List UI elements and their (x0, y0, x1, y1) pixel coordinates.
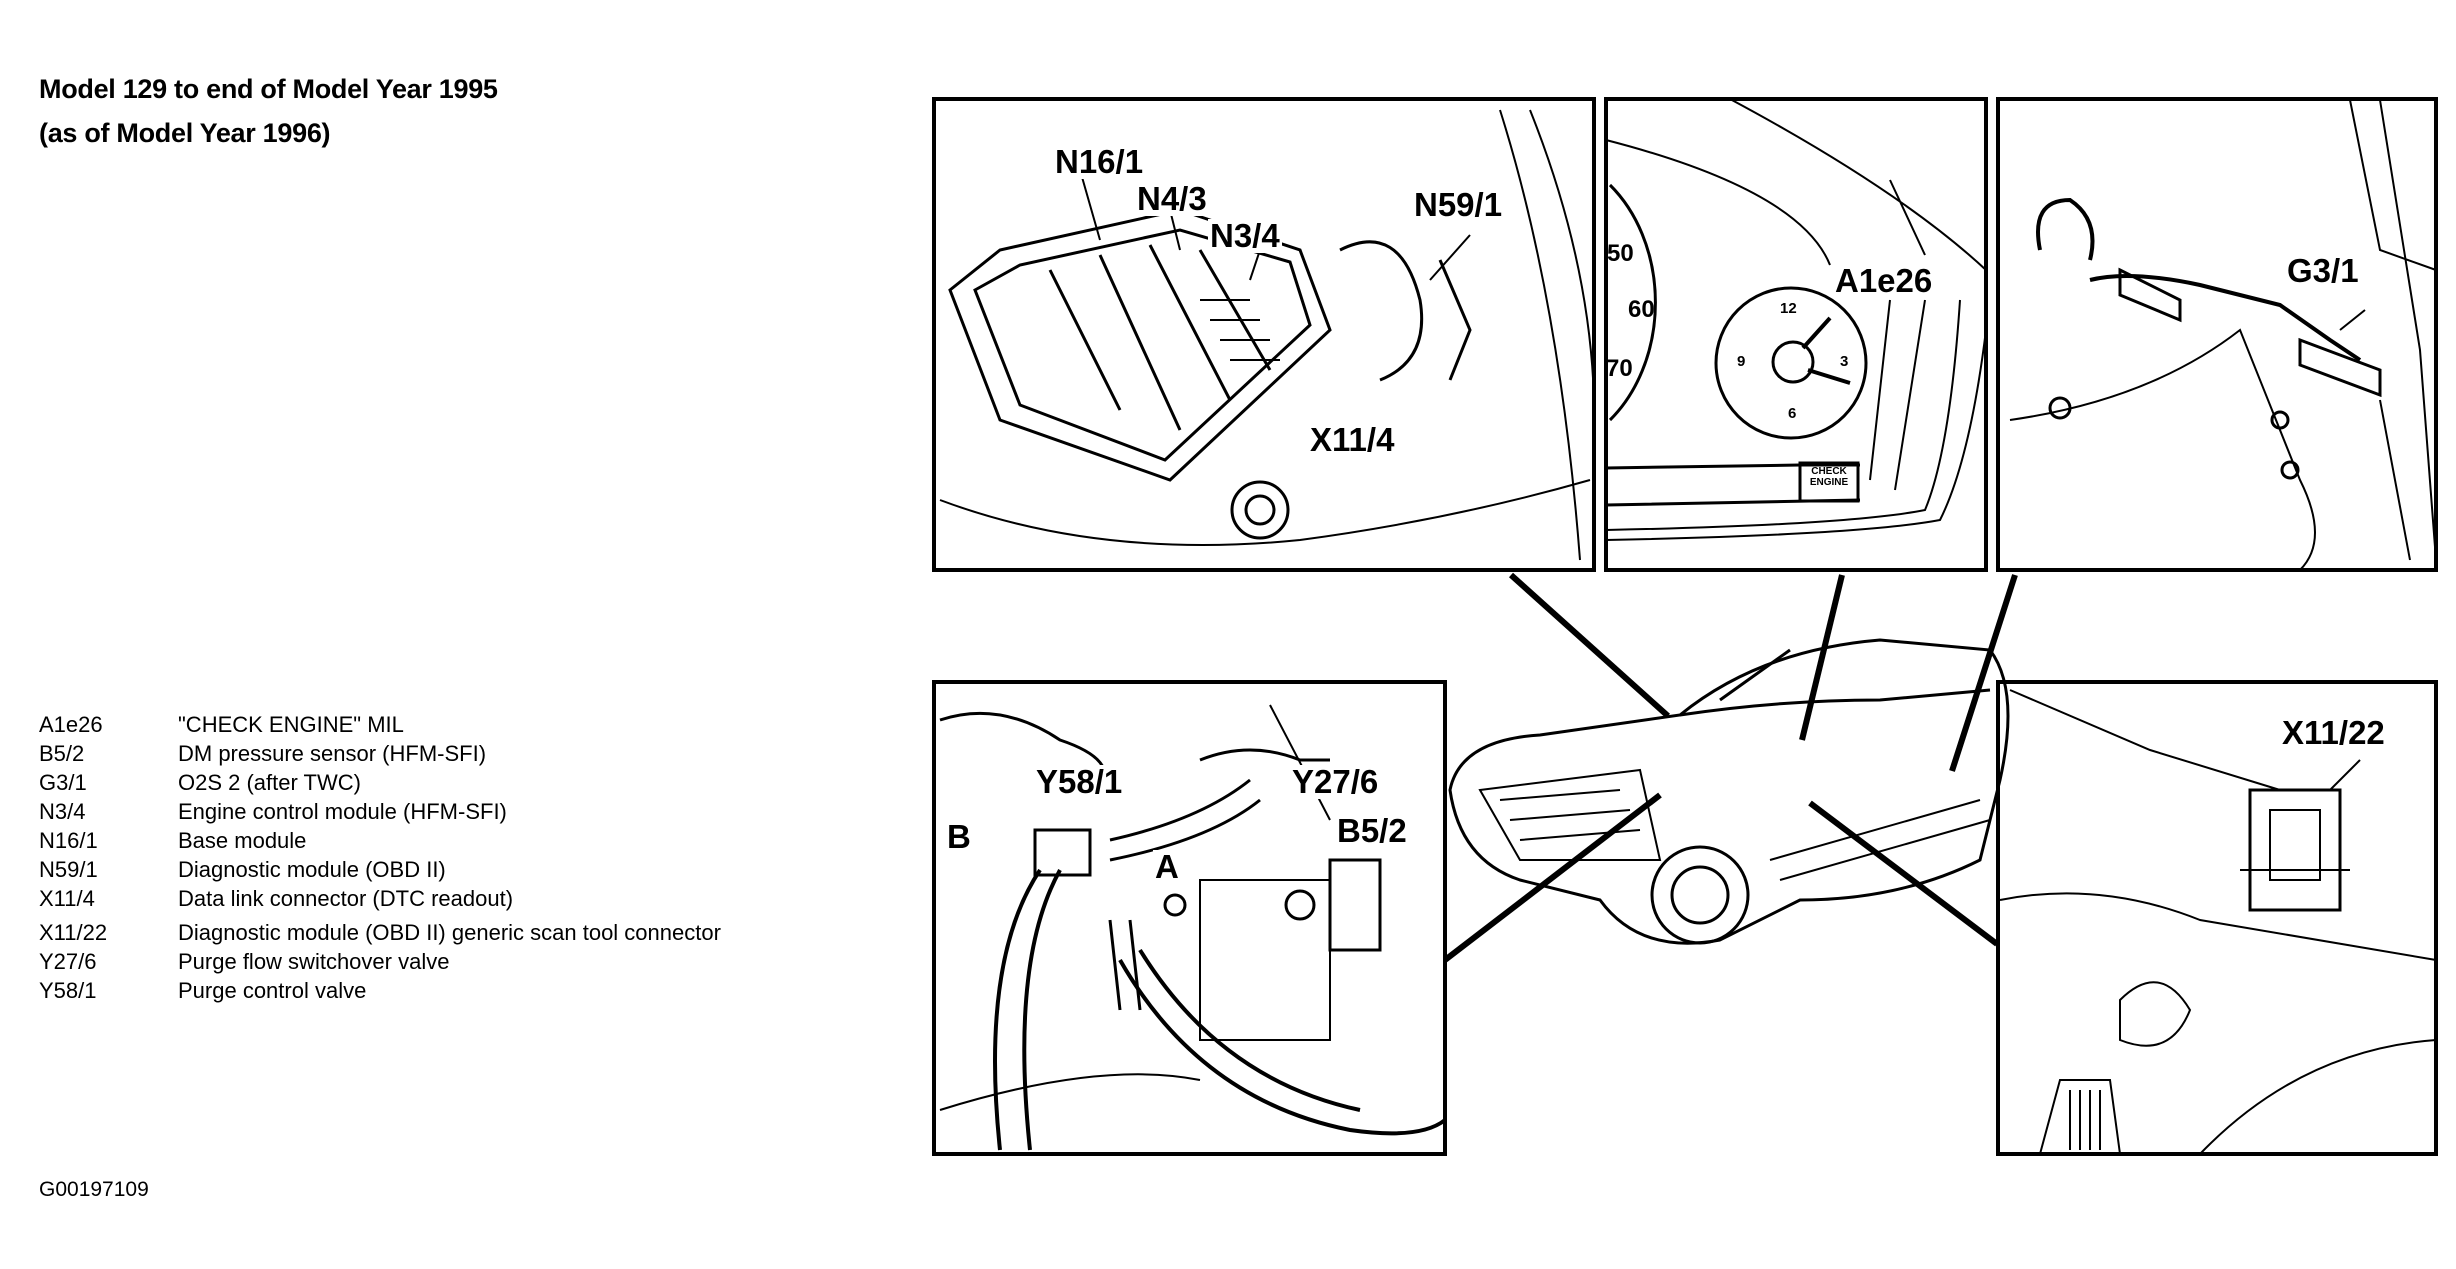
callout-g3-1: G3/1 (2285, 252, 2361, 289)
legend-row: Y58/1 Purge control valve (39, 978, 721, 1007)
legend-row: X11/4 Data link connector (DTC readout) (39, 886, 721, 915)
legend-row: Y27/6 Purge flow switchover valve (39, 949, 721, 978)
speedo-70: 70 (1606, 355, 1633, 382)
legend-code: N16/1 (39, 828, 98, 853)
callout-a: A (1153, 848, 1181, 885)
callout-a1e26: A1e26 (1833, 262, 1935, 299)
legend-code: Y58/1 (39, 978, 97, 1003)
detail-panel-engine-modules (932, 97, 1596, 572)
legend-code: N3/4 (39, 799, 86, 824)
legend-row: G3/1 O2S 2 (after TWC) (39, 770, 721, 799)
clock-12: 12 (1780, 300, 1797, 317)
callout-n3-4: N3/4 (1208, 217, 1282, 254)
clock-6: 6 (1788, 405, 1797, 422)
legend-description: Purge flow switchover valve (178, 949, 450, 974)
clock-3: 3 (1840, 353, 1849, 370)
check-engine-lamp: CHECK ENGINE (1809, 466, 1849, 488)
leader-lines (1443, 572, 2018, 963)
legend-code: A1e26 (39, 712, 103, 737)
legend-row: X11/22 Diagnostic module (OBD II) generic… (39, 920, 721, 949)
legend-row: N16/1 Base module (39, 828, 721, 857)
title-line-2: (as of Model Year 1996) (39, 118, 331, 148)
legend-row: N3/4 Engine control module (HFM-SFI) (39, 799, 721, 828)
legend-description: Data link connector (DTC readout) (178, 886, 514, 911)
legend-description: "CHECK ENGINE" MIL (178, 712, 404, 737)
callout-y27-6: Y27/6 (1290, 763, 1381, 800)
legend-code: Y27/6 (39, 949, 97, 974)
legend-description: Diagnostic module (OBD II) (178, 857, 446, 882)
legend-code: G3/1 (39, 770, 87, 795)
callout-n59-1: N59/1 (1412, 186, 1505, 223)
legend-description: Purge control valve (178, 978, 367, 1003)
vehicle-overview-drawing (1448, 638, 2010, 945)
figure-id: G00197109 (39, 1178, 149, 1201)
callout-x11-22: X11/22 (2280, 714, 2387, 751)
legend-code: B5/2 (39, 741, 85, 766)
callout-n16-1: N16/1 (1053, 143, 1146, 180)
legend-row: N59/1 Diagnostic module (OBD II) (39, 857, 721, 886)
callout-x11-4: X11/4 (1308, 421, 1397, 458)
legend-row: A1e26 "CHECK ENGINE" MIL (39, 712, 721, 741)
legend-code: N59/1 (39, 857, 98, 882)
legend-code: X11/4 (39, 886, 95, 911)
callout-y58-1: Y58/1 (1034, 763, 1125, 800)
detail-panel-purge-valves (932, 680, 1447, 1156)
detail-panel-scan-connector (1996, 680, 2438, 1156)
component-legend: A1e26 "CHECK ENGINE" MIL B5/2 DM pressure … (39, 712, 721, 1007)
legend-code: X11/22 (39, 920, 108, 945)
callout-b: B (945, 818, 973, 855)
clock-9: 9 (1737, 353, 1746, 370)
speedo-50: 50 (1607, 240, 1634, 267)
detail-panel-o2-sensor (1996, 97, 2438, 572)
detail-panel-instrument-cluster (1604, 97, 1988, 572)
callout-n4-3: N4/3 (1135, 180, 1209, 217)
legend-row: B5/2 DM pressure sensor (HFM-SFI) (39, 741, 721, 770)
legend-description: Diagnostic module (OBD II) generic scan … (178, 920, 721, 945)
title-line-1: Model 129 to end of Model Year 1995 (39, 74, 498, 104)
legend-description: Base module (178, 828, 307, 853)
legend-description: DM pressure sensor (HFM-SFI) (178, 741, 487, 766)
callout-b5-2: B5/2 (1335, 812, 1409, 849)
clock-gauge-icon (1714, 286, 1868, 440)
legend-description: O2S 2 (after TWC) (178, 770, 361, 795)
speedo-60: 60 (1628, 296, 1655, 323)
legend-description: Engine control module (HFM-SFI) (178, 799, 507, 824)
